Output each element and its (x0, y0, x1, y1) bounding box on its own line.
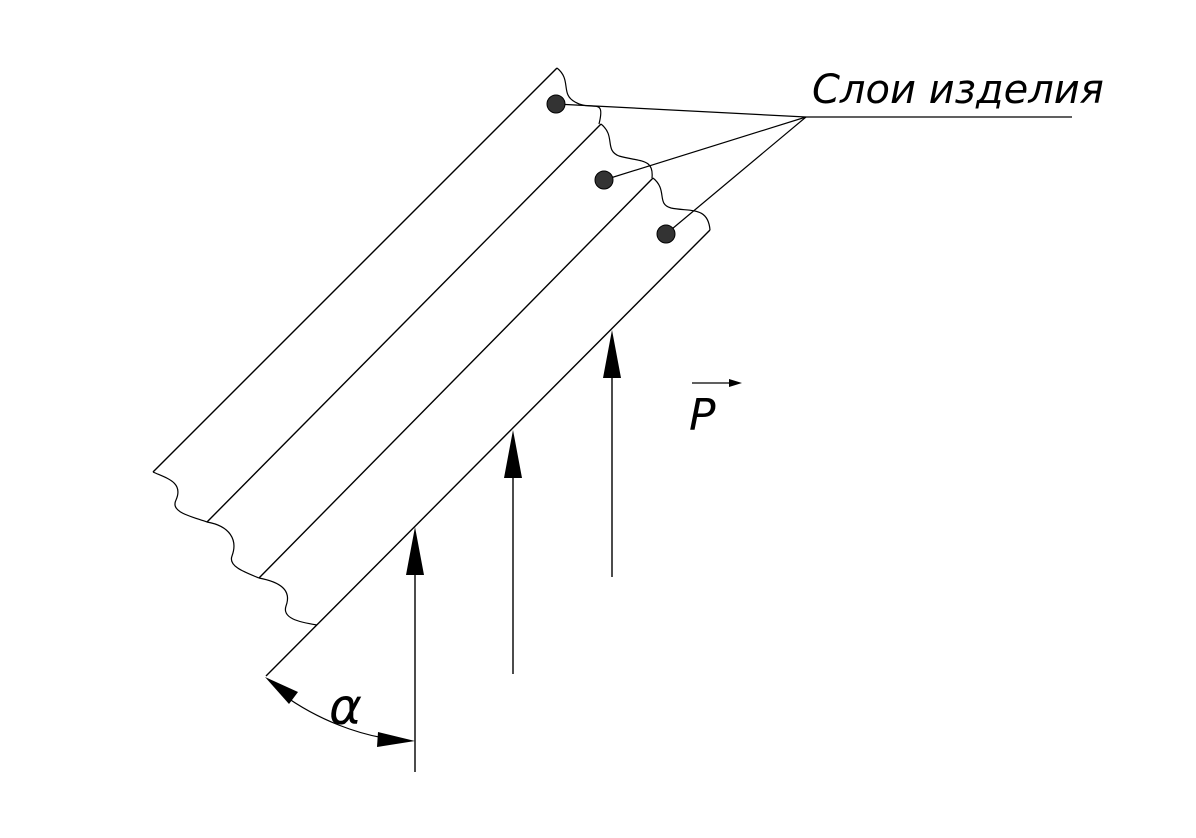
layer-2-top-break (600, 123, 653, 179)
force-arrow-1-head (406, 527, 424, 575)
angle-arc-start-arrowhead (265, 677, 298, 704)
force-arrow-1 (406, 527, 424, 772)
layer-1-outer-edge (152, 67, 558, 473)
layer-3-outer-edge (265, 229, 711, 677)
layer-2-bottom-break (206, 521, 260, 579)
layer-3-bottom-break (258, 577, 318, 626)
layer-marker-3 (656, 224, 676, 244)
force-arrow-3 (603, 330, 621, 577)
force-arrow-2-head (504, 430, 522, 478)
layer-1 (152, 67, 602, 523)
layer-3-top-break (652, 177, 711, 231)
angle-label: α (329, 678, 362, 736)
product-layers (152, 67, 711, 677)
leader-line-3 (665, 116, 807, 235)
layer-marker-2 (594, 170, 614, 190)
angle-arc-end-arrowhead (377, 732, 415, 747)
layer-callout: Слои изделия (546, 67, 1104, 244)
layer-3 (258, 177, 711, 626)
force-vector-label: P (689, 379, 742, 441)
force-arrow-2 (504, 430, 522, 674)
leader-line-1 (555, 103, 807, 118)
layer-marker-1 (546, 94, 566, 114)
layer-1-bottom-break (152, 471, 208, 523)
layers-label: Слои изделия (812, 67, 1104, 113)
force-arrows (406, 330, 621, 772)
angle-indicator: α (265, 677, 415, 747)
force-arrow-3-head (603, 330, 621, 378)
vector-bar-arrowhead (729, 379, 742, 387)
layer-boundary-2 (258, 177, 654, 579)
layer-boundary-1 (206, 123, 602, 523)
layer-1-top-break (556, 67, 602, 125)
leader-line-2 (603, 116, 807, 181)
force-label: P (689, 390, 716, 441)
